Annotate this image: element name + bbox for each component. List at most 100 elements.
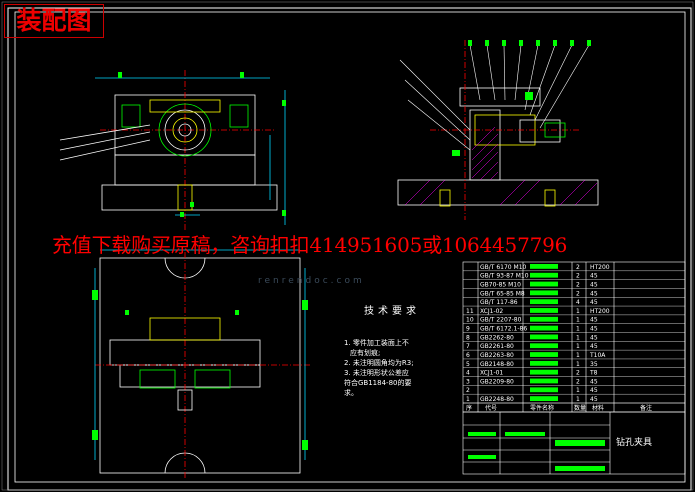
tech-line: 应有划痕; (350, 349, 381, 357)
top-view-markers (92, 290, 308, 450)
bom-cell: GB/T 6170 M10 (480, 264, 527, 271)
bom-cell: 2 (466, 387, 470, 394)
front-view (59, 70, 286, 230)
tech-line: 求。 (344, 389, 358, 397)
bom-header-cell: 零件名称 (530, 404, 554, 412)
bom-cell: 7 (466, 343, 470, 350)
bom-header-cell: 序 (466, 404, 472, 412)
bom-header-cell: 材料 (592, 404, 604, 412)
bom-cell: HT200 (590, 264, 610, 271)
bom-desc-mark (530, 281, 558, 287)
bom-cell: GB2248-80 (480, 396, 514, 403)
bom-cell: GB2148-80 (480, 361, 514, 368)
bom-desc-mark (530, 334, 558, 340)
bom-cell: T8 (589, 370, 598, 377)
bom-header-cell: 数量 (574, 404, 586, 412)
bom-cell: 35 (590, 361, 598, 368)
bom-desc-mark (530, 378, 558, 384)
bom-cell: 1 (576, 352, 580, 359)
bom-cell: GB/T 2207-80 (480, 317, 522, 324)
bom-header-cell: 代号 (485, 404, 497, 412)
bom-cell: 45 (590, 290, 598, 297)
side-view-leaders (399, 44, 590, 151)
bom-desc-mark (530, 272, 558, 278)
bom-cell: 8 (466, 334, 470, 341)
bom-cell: HT200 (590, 308, 610, 315)
bom-cell: 1 (576, 326, 580, 333)
bom-cell: 45 (590, 387, 598, 394)
bom-cell: 45 (590, 326, 598, 333)
bom-cell: 1 (576, 334, 580, 341)
bom-cell: 1 (576, 396, 580, 403)
watermark-url: renrendoc.com (258, 276, 365, 286)
bom-cell: 45 (590, 334, 598, 341)
bom-cell: 11 (466, 308, 474, 315)
bom-desc-mark (530, 396, 558, 401)
bom-cell: 2 (576, 370, 580, 377)
tech-line: 3. 未注明形状公差应 (344, 369, 409, 377)
bom-cell: GB70-85 M10 (480, 281, 521, 288)
drawing-name: 钻孔夹具 (616, 438, 653, 448)
bom-cell: 1 (576, 361, 580, 368)
bom-desc-mark (530, 369, 558, 375)
bom-cell: 45 (590, 281, 598, 288)
bom-cell: 2 (576, 281, 580, 288)
front-view-arrowheads (118, 72, 286, 217)
bom-cell: 45 (590, 317, 598, 324)
bom-cell: 1 (576, 308, 580, 315)
bom-cell: 1 (466, 396, 470, 403)
tech-line: 1. 零件加工装面上不 (344, 339, 409, 347)
bom-cell: 6 (466, 352, 470, 359)
bom-cell: 9 (466, 326, 470, 333)
side-view-hatch (404, 126, 598, 206)
bom-desc-mark (530, 343, 558, 349)
bom-cell: 45 (590, 273, 598, 280)
bom-cell: 1 (576, 387, 580, 394)
bom-cell: 5 (466, 361, 470, 368)
bom-cell: 45 (590, 396, 598, 403)
bom-cell: 2 (576, 273, 580, 280)
bom-cell: 1 (576, 317, 580, 324)
bom-desc-mark (530, 325, 558, 331)
bom-desc-mark (530, 387, 558, 393)
bom-desc-mark (530, 352, 558, 357)
page-title: 装配图 (4, 4, 104, 38)
bom-desc-mark (530, 308, 558, 313)
bom-cell: XCJ1-01 (480, 370, 503, 377)
bom-desc-mark (530, 264, 558, 269)
bom-cell: GB/T 6172.1-86 (480, 326, 527, 333)
side-view (397, 40, 599, 220)
bom-cell: 45 (590, 299, 598, 306)
bom-desc-mark (530, 360, 558, 366)
bom-header-cell: 备注 (640, 404, 652, 412)
bom-cell: GB/T 65-85 M8 (480, 290, 525, 297)
title-block (462, 411, 686, 475)
bom-cell: GB/T 117-86 (480, 299, 518, 306)
side-view-markers (452, 40, 591, 156)
bom-cell: 2 (576, 290, 580, 297)
tech-requirements-heading: 技术要求 (364, 306, 420, 317)
bom-cell: 45 (590, 378, 598, 385)
ad-banner-text[interactable]: 充值下载购买原稿，咨询扣扣414951605或1064457796 (52, 233, 568, 257)
bom-cell: XCJ1-02 (480, 308, 503, 315)
bom-desc-mark (530, 299, 558, 305)
bom-cell: GB2263-80 (480, 352, 514, 359)
bom-desc-mark (530, 316, 558, 322)
bom-cell: 2 (576, 378, 580, 385)
bom-cell: GB2209-80 (480, 378, 514, 385)
bom-cell: 4 (466, 370, 470, 377)
tech-line: 2. 未注明圆角均为R3; (344, 359, 414, 367)
bom-cell: 3 (466, 378, 470, 385)
bom-cell: T10A (589, 352, 606, 359)
bom-cell: 10 (466, 317, 474, 324)
bom-cell: GB2262-80 (480, 334, 514, 341)
bom-cell: GB/T 93-87 M10 (480, 273, 529, 280)
tech-line: 符合GB1184-80的要 (344, 379, 412, 387)
bom-cell: GB2261-80 (480, 343, 514, 350)
bom-cell: 2 (576, 264, 580, 271)
bom-desc-mark (530, 290, 558, 296)
bom-cell: 4 (576, 299, 580, 306)
bom-cell: 1 (576, 343, 580, 350)
